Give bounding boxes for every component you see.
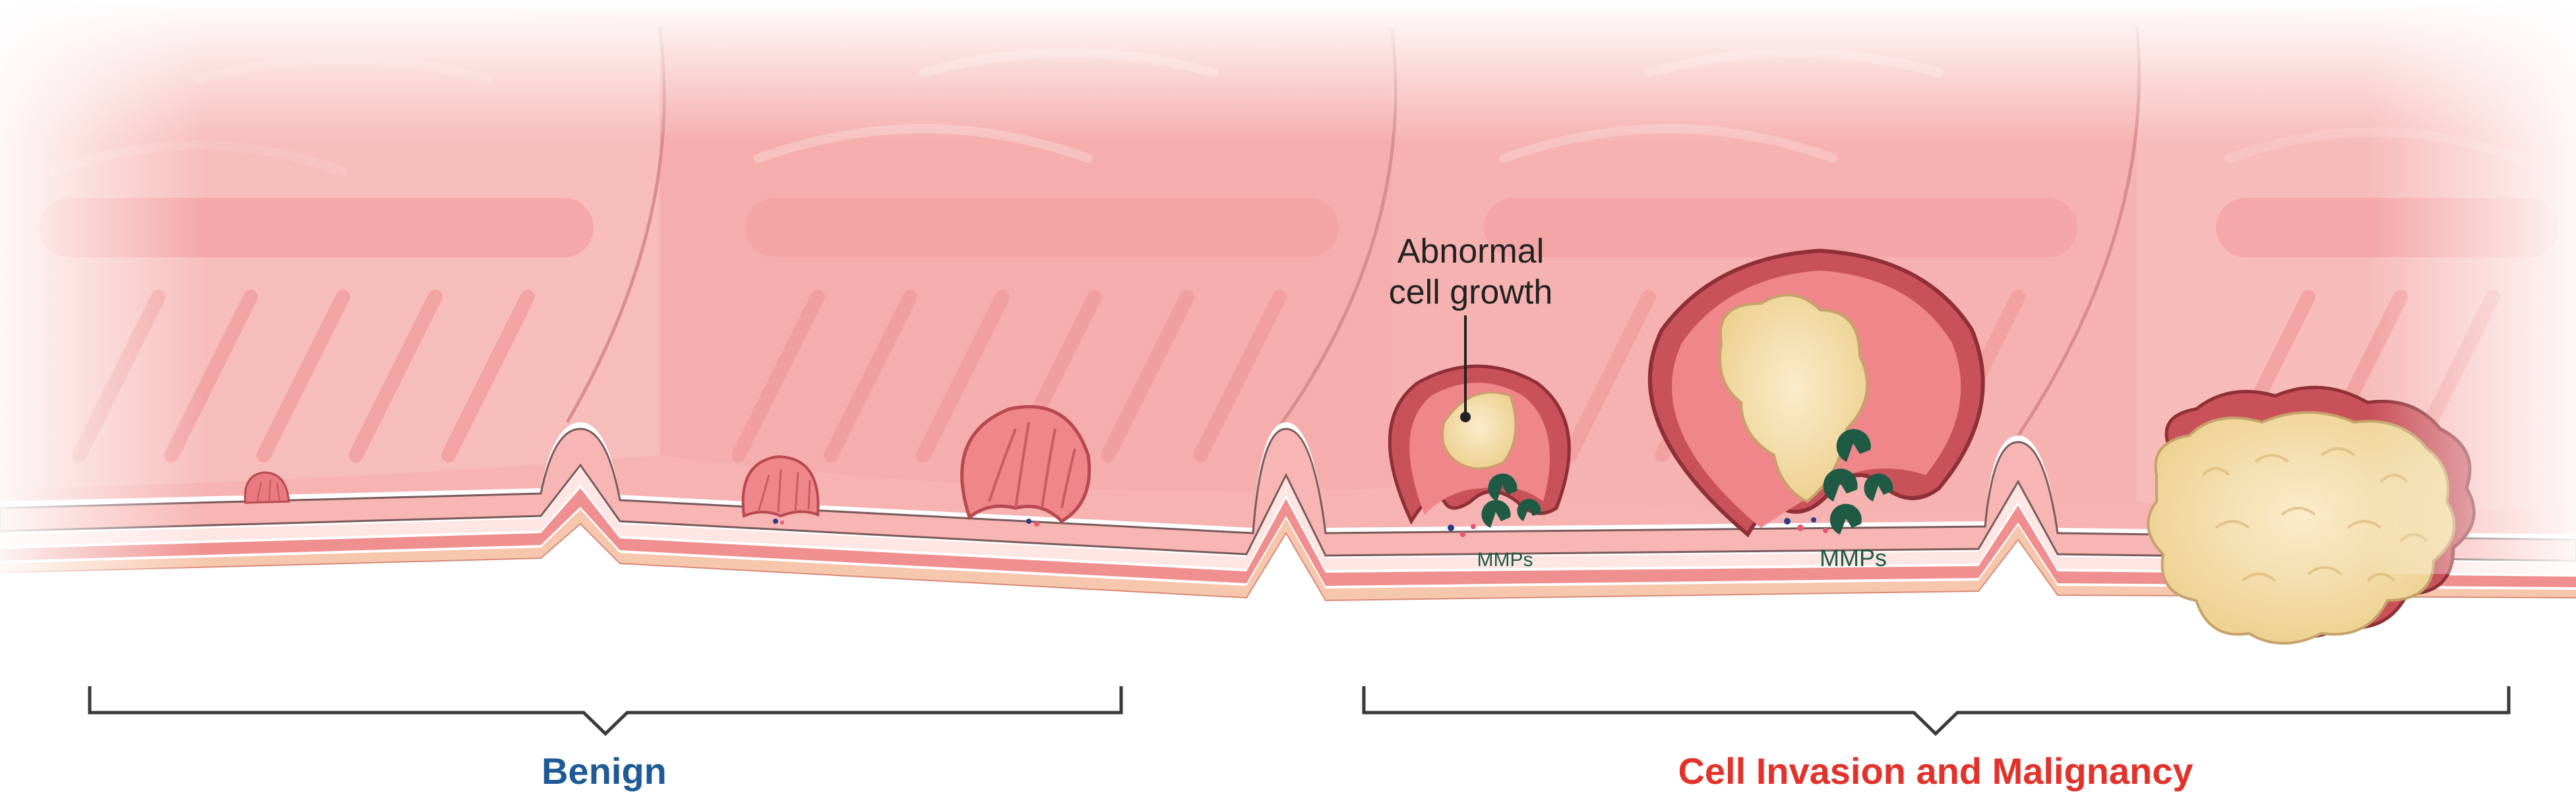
abnormal-growth-pointer-dot bbox=[1460, 412, 1471, 422]
mmps-label-small: MMPs bbox=[1477, 549, 1533, 571]
side-fade bbox=[0, 0, 2576, 574]
abnormal-growth-label-line1: Abnormal bbox=[1397, 232, 1545, 271]
abnormal-growth-label-line2: cell growth bbox=[1389, 273, 1553, 311]
malignancy-bracket bbox=[1362, 686, 2511, 736]
benign-stage-label: Benign bbox=[541, 750, 667, 792]
malignancy-stage-label: Cell Invasion and Malignancy bbox=[1678, 750, 2193, 792]
benign-bracket bbox=[88, 686, 1123, 736]
mmps-label-large: MMPs bbox=[1820, 544, 1887, 571]
